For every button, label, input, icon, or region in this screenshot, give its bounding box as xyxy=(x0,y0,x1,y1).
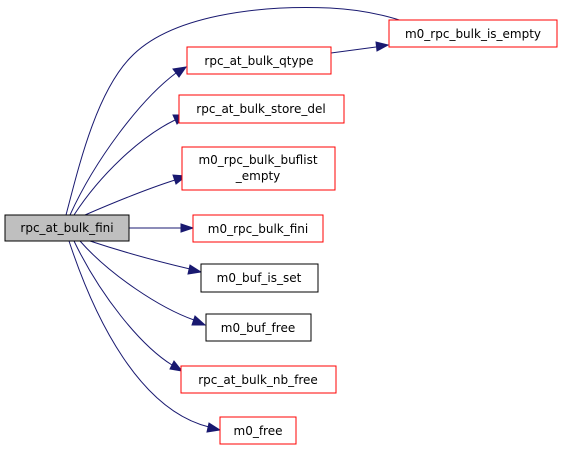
arrowhead-nb-free xyxy=(169,360,184,372)
node-label: m0_rpc_bulk_is_empty xyxy=(405,27,541,41)
node-m0-rpc-bulk-fini[interactable]: m0_rpc_bulk_fini xyxy=(192,214,324,243)
node-label-line-1: m0_rpc_bulk_buflist xyxy=(198,153,317,167)
node-label: rpc_at_bulk_store_del xyxy=(196,102,325,116)
node-label: rpc_at_bulk_nb_free xyxy=(198,373,318,387)
edge-root-to-is-empty xyxy=(65,7,419,216)
node-rpc-at-bulk-fini[interactable]: rpc_at_bulk_fini xyxy=(4,214,130,242)
arrowhead-qtype-is-empty xyxy=(375,41,390,52)
node-label-line-2: _empty xyxy=(235,169,281,183)
edge-qtype-to-is-empty xyxy=(330,46,377,54)
node-m0-buf-is-set[interactable]: m0_buf_is_set xyxy=(200,263,319,293)
node-rpc-at-bulk-nb-free[interactable]: rpc_at_bulk_nb_free xyxy=(180,365,337,394)
arrowhead-qtype xyxy=(172,66,188,78)
arrowhead-buf-free xyxy=(191,315,207,326)
node-label: m0_rpc_bulk_fini xyxy=(208,222,308,236)
edge-root-to-qtype xyxy=(69,72,177,216)
edge-root-to-free xyxy=(68,240,210,428)
node-m0-free[interactable]: m0_free xyxy=(219,416,297,445)
node-label: rpc_at_bulk_fini xyxy=(20,221,113,235)
node-m0-rpc-bulk-buflist-empty[interactable]: m0_rpc_bulk_buflist _empty xyxy=(181,146,336,191)
node-label: rpc_at_bulk_qtype xyxy=(204,54,313,68)
arrowhead-buf-is-set xyxy=(187,264,203,275)
edge-root-to-nb-free xyxy=(73,240,173,366)
edges xyxy=(65,7,431,433)
node-label: m0_buf_is_set xyxy=(217,271,302,285)
edge-root-to-buf-free xyxy=(79,240,195,321)
node-m0-rpc-bulk-is-empty[interactable]: m0_rpc_bulk_is_empty xyxy=(388,19,558,48)
node-rpc-at-bulk-store-del[interactable]: rpc_at_bulk_store_del xyxy=(178,94,345,124)
node-label: m0_free xyxy=(234,424,283,438)
arrowhead-free xyxy=(206,422,222,433)
node-label: m0_buf_free xyxy=(221,321,295,335)
node-rpc-at-bulk-qtype[interactable]: rpc_at_bulk_qtype xyxy=(186,46,332,75)
edge-root-to-buflist-empty xyxy=(84,179,176,216)
edge-root-to-store-del xyxy=(73,119,176,216)
edge-root-to-buf-is-set xyxy=(89,240,191,270)
arrowhead-bulk-fini xyxy=(180,223,195,233)
node-m0-buf-free[interactable]: m0_buf_free xyxy=(205,313,312,342)
